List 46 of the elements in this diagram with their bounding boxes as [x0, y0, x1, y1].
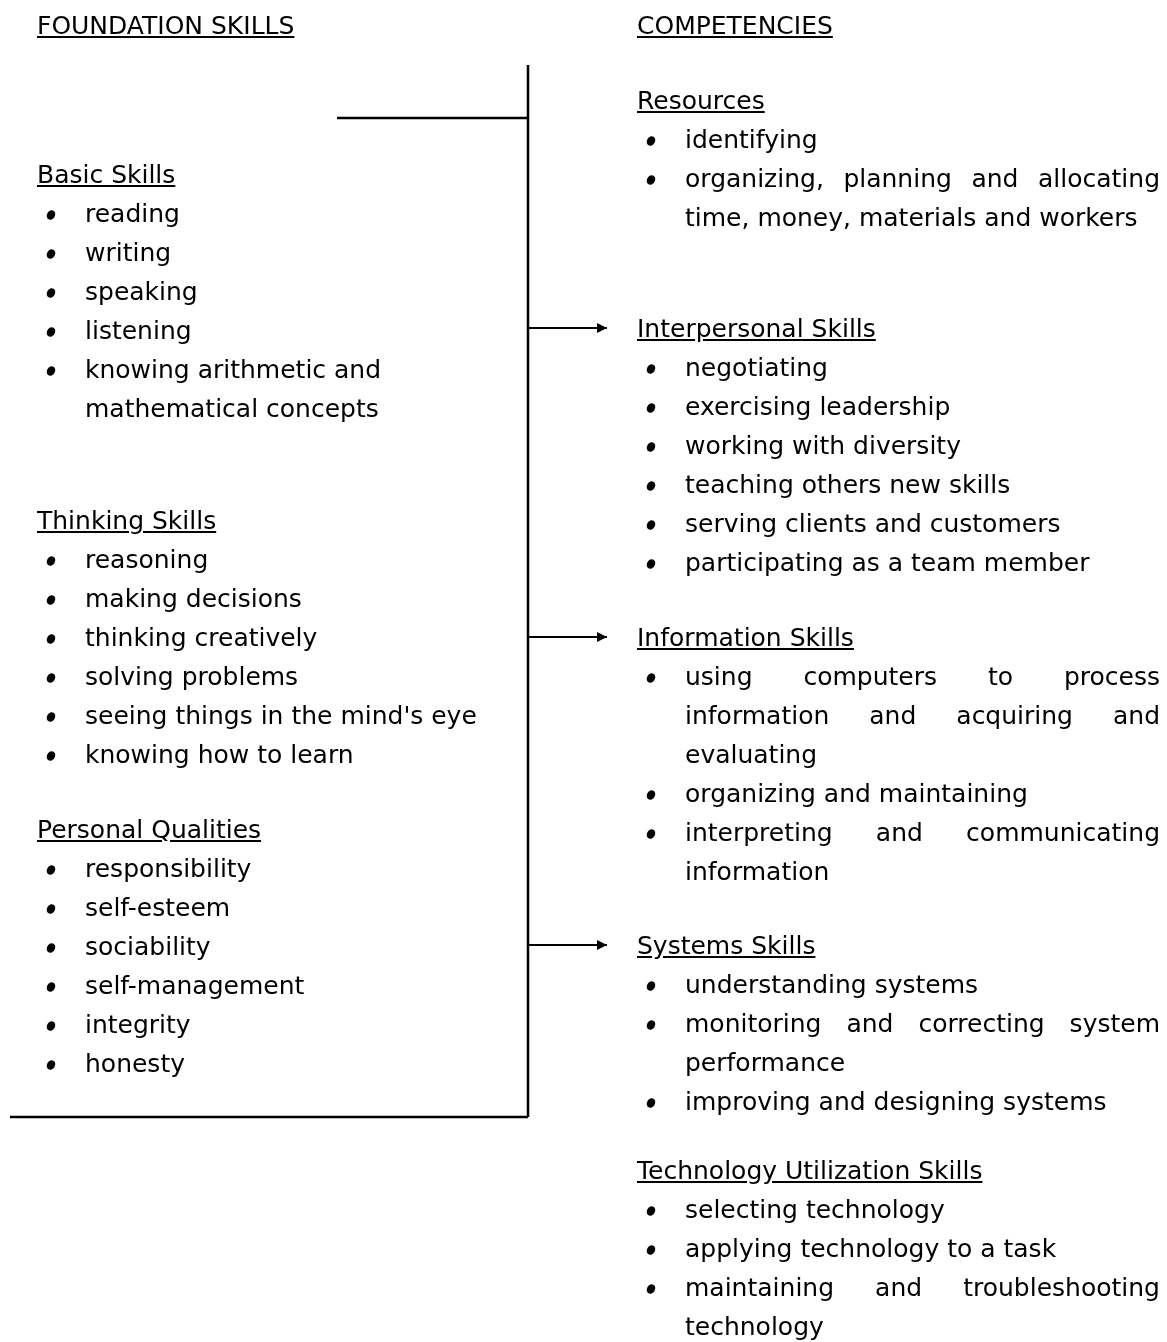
column-heading: COMPETENCIES [637, 10, 833, 42]
bullet-item: writing [37, 233, 525, 272]
bullet-item: listening [37, 311, 525, 350]
bullet-item: thinking creatively [37, 618, 525, 657]
bullet-item: self-management [37, 966, 525, 1005]
bullet-item: making decisions [37, 579, 525, 618]
section-heading: Resources [637, 85, 765, 117]
section-heading: Thinking Skills [37, 505, 217, 537]
bullet-item: sociability [37, 927, 525, 966]
bullet-item: interpreting and communicating information [637, 813, 1160, 891]
bullet-item: teaching others new skills [637, 465, 1160, 504]
bullet-item: exercising leadership [637, 387, 1160, 426]
bullet-item: reasoning [37, 540, 525, 579]
bullet-item: understanding systems [637, 965, 1160, 1004]
bullet-item: speaking [37, 272, 525, 311]
bullet-item: integrity [37, 1005, 525, 1044]
bullet-item: working with diversity [637, 426, 1160, 465]
arrow [527, 940, 608, 950]
column-heading: FOUNDATION SKILLS [37, 10, 295, 42]
bullet-item: self-esteem [37, 888, 525, 927]
arrow [527, 323, 608, 333]
bullet-item: improving and designing systems [637, 1082, 1160, 1121]
section-heading: Basic Skills [37, 159, 176, 191]
bullet-item: knowing how to learn [37, 735, 525, 774]
bullet-item: participating as a team member [637, 543, 1160, 582]
bullet-item: knowing arithmetic and mathematical concepts [37, 350, 525, 428]
bullet-item: honesty [37, 1044, 525, 1083]
bracket [8, 63, 530, 1119]
section-heading: Technology Utilization Skills [637, 1155, 983, 1187]
bullet-item: serving clients and customers [637, 504, 1160, 543]
bullet-item: negotiating [637, 348, 1160, 387]
arrow [527, 632, 608, 642]
section-heading: Interpersonal Skills [637, 313, 876, 345]
bullet-item: solving problems [37, 657, 525, 696]
bullet-item: reading [37, 194, 525, 233]
bullet-item: seeing things in the mind's eye [37, 696, 525, 735]
bullet-item: organizing and maintaining [637, 774, 1160, 813]
bullet-item: organizing, planning and allocating time, money, materials and workers [637, 159, 1160, 237]
bullet-item: identifying [637, 120, 1160, 159]
bullet-item: selecting technology [637, 1190, 1160, 1229]
bullet-item: applying technology to a task [637, 1229, 1160, 1268]
section-heading: Information Skills [637, 622, 854, 654]
bullet-item: responsibility [37, 849, 525, 888]
bullet-item: maintaining and troubleshooting technology [637, 1268, 1160, 1342]
section-heading: Personal Qualities [37, 814, 262, 846]
section-heading: Systems Skills [637, 930, 816, 962]
